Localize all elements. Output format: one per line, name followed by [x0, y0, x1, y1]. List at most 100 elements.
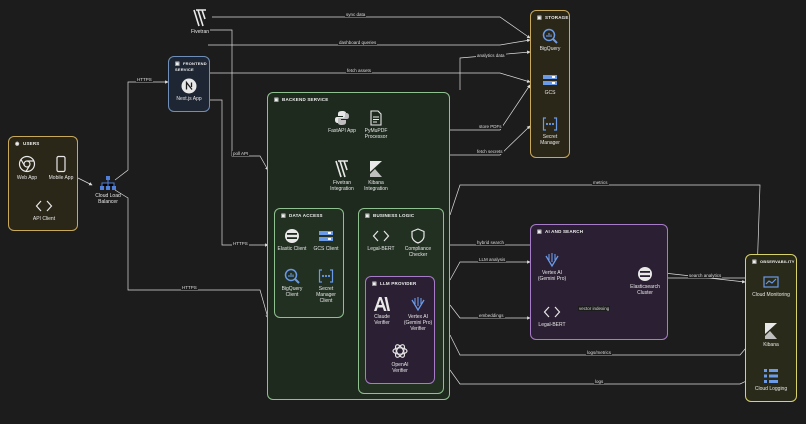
openai-icon: [392, 344, 408, 358]
kibana-label: Kibana: [763, 342, 779, 348]
fivetran-integration-label: Fivetran Integration: [330, 180, 354, 192]
bigquery-client-label: BigQuery Client: [281, 286, 303, 298]
llm-provider-icon: ▣: [372, 281, 377, 287]
legal-bert-node[interactable]: Legal-BERT: [364, 228, 398, 252]
vertex-ai-icon: [545, 253, 559, 268]
compliance-checker-node[interactable]: Compliance Checker: [400, 228, 436, 258]
nextjs-icon: [181, 78, 197, 94]
gcs-client-node[interactable]: GCS Client: [310, 228, 342, 252]
gcs-bucket-icon: [319, 231, 333, 241]
fivetran-node[interactable]: Fivetran: [186, 9, 214, 35]
edge-lb-to-nextjs: [114, 80, 169, 181]
mobile-phone-icon: [56, 155, 66, 173]
code-brackets-icon: [372, 230, 390, 242]
cloud-monitoring-node[interactable]: Cloud Monitoring: [752, 276, 790, 298]
load-balancer-icon: [100, 176, 116, 190]
api-client-label: API Client: [32, 216, 56, 222]
monitoring-icon: [763, 276, 779, 288]
edge-label-logs: logs: [594, 379, 605, 384]
edge-label-https-1: HTTPS: [136, 77, 153, 82]
elastic-client-node[interactable]: Elastic Client: [276, 228, 308, 252]
legal-bert-ai-node[interactable]: Legal-BERT: [534, 304, 570, 328]
gcs-client-label: GCS Client: [313, 246, 339, 252]
legal-bert-ai-label: Legal-BERT: [538, 322, 566, 328]
mobile-app-node[interactable]: Mobile App: [46, 155, 76, 181]
edge-users-to-lb: [77, 177, 93, 186]
openai-verifier-label: OpenAI Verifier: [391, 362, 409, 374]
business-logic-group-title: BUSINESS LOGIC: [373, 213, 415, 218]
edge-backend-fetch-secrets: [450, 125, 531, 156]
edge-backend-embeddings: [449, 304, 531, 320]
llm-provider-group: ▣LLM PROVIDER: [365, 276, 435, 384]
edge-fivetran-sync: [212, 16, 531, 39]
edge-nextjs-dashboard: [208, 38, 531, 46]
edge-label-logs-metrics: logs/metrics: [586, 350, 613, 355]
kibana-integration-label: Kibana Integration: [364, 180, 388, 192]
edge-fastapi-analytics: [459, 50, 531, 90]
fastapi-node[interactable]: FastAPI App: [326, 110, 358, 134]
api-client-node[interactable]: API Client: [26, 198, 62, 222]
edge-nextjs-https-backend: [210, 99, 269, 247]
secret-manager-client-node[interactable]: Secret Manager Client: [310, 268, 342, 304]
openai-verifier-node[interactable]: OpenAI Verifier: [384, 342, 416, 374]
vertex-ai-icon: [411, 297, 425, 312]
code-brackets-icon: [543, 306, 561, 318]
kibana-icon: [370, 161, 382, 177]
vertex-ai-node[interactable]: Vertex AI (Gemini Pro): [534, 252, 570, 282]
observability-icon: ▣: [752, 259, 757, 265]
load-balancer-node[interactable]: Cloud Load Balancer: [88, 175, 128, 205]
elastic-icon: [285, 229, 299, 243]
cloud-logging-label: Cloud Logging: [754, 386, 788, 392]
storage-group-title: STORAGE: [545, 15, 569, 20]
bigquery-icon: [542, 28, 558, 44]
python-icon: [335, 111, 349, 125]
pymupdf-node[interactable]: PyMuPDF Processor: [360, 110, 392, 140]
data-access-group: ▣DATA ACCESS: [274, 208, 344, 318]
users-group: ◉USERS: [8, 136, 78, 231]
edge-label-fetch-secrets: fetch secrets: [476, 149, 504, 154]
secret-manager-node[interactable]: Secret Manager: [534, 116, 566, 146]
code-brackets-icon: [35, 200, 53, 212]
fivetran-label: Fivetran: [190, 29, 210, 35]
edge-label-analytics-data: analytics data: [476, 53, 506, 58]
vertex-verifier-node[interactable]: Vertex AI (Gemini Pro) Verifier: [400, 296, 436, 332]
elastic-client-label: Elastic Client: [277, 246, 307, 252]
users-group-title: USERS: [23, 141, 40, 146]
edge-label-dashboard-queries: dashboard queries: [338, 40, 378, 45]
users-icon: ◉: [15, 141, 20, 147]
fivetran-integration-node[interactable]: Fivetran Integration: [326, 160, 358, 192]
edge-label-poll-api: poll API: [232, 151, 250, 156]
bigquery-client-node[interactable]: BigQuery Client: [276, 268, 308, 298]
bigquery-node[interactable]: BigQuery: [534, 28, 566, 52]
edge-label-sync-data: sync data: [345, 12, 367, 17]
claude-verifier-node[interactable]: Claude Verifier: [366, 296, 398, 326]
frontend-icon: ▣: [175, 61, 180, 67]
bigquery-icon: [284, 268, 300, 284]
backend-icon: ▣: [274, 97, 279, 103]
document-icon: [370, 110, 382, 126]
cloud-logging-node[interactable]: Cloud Logging: [752, 368, 790, 392]
edge-nextjs-fetch-assets: [208, 72, 531, 83]
gcs-label: GCS: [544, 90, 556, 96]
elasticsearch-node[interactable]: Elasticsearch Cluster: [622, 266, 668, 296]
vertex-verifier-label: Vertex AI (Gemini Pro) Verifier: [403, 314, 433, 332]
edge-label-embeddings: embeddings: [478, 313, 505, 318]
chrome-icon: [18, 155, 36, 173]
edge-backend-store-pdfs: [450, 84, 531, 131]
web-app-node[interactable]: Web App: [12, 155, 42, 181]
bigquery-label: BigQuery: [539, 46, 561, 52]
ai-search-icon: ▣: [537, 229, 542, 235]
kibana-node[interactable]: Kibana: [752, 322, 790, 348]
fivetran-icon: [193, 9, 206, 27]
edge-backend-llm: [449, 260, 531, 281]
fastapi-label: FastAPI App: [328, 128, 356, 134]
edge-lb-to-backend-https: [114, 189, 269, 319]
elastic-icon: [638, 267, 652, 281]
nextjs-node[interactable]: Next.js App: [172, 78, 206, 102]
gcs-node[interactable]: GCS: [534, 72, 566, 96]
compliance-checker-label: Compliance Checker: [404, 246, 432, 258]
backend-group-title: BACKEND SERVICE: [282, 97, 329, 102]
edge-label-store-pdfs: store PDFs: [478, 124, 503, 129]
kibana-integration-node[interactable]: Kibana Integration: [360, 160, 392, 192]
